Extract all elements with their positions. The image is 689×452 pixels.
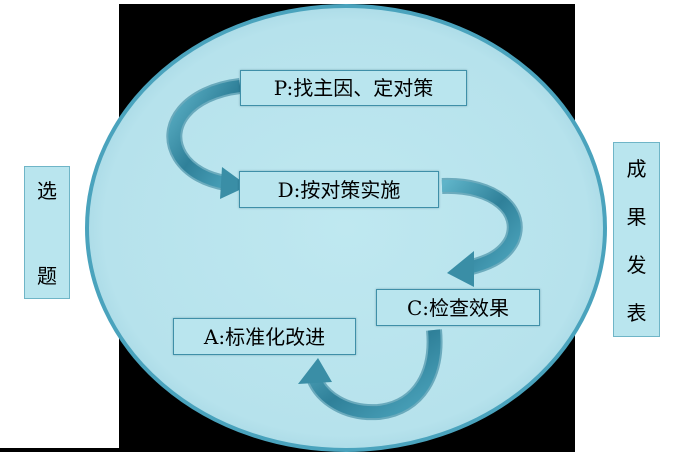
results-char-1: 成 xyxy=(626,157,647,181)
stage-do-label: D:按对策实施 xyxy=(277,177,401,202)
stage-plan-label: P:找主因、定对策 xyxy=(273,76,434,100)
stage-act-label: A:标准化改进 xyxy=(203,324,326,349)
results-presentation-box: 成 果 发 表 xyxy=(613,142,660,337)
stage-check-box: C:检查效果 xyxy=(376,289,540,326)
bottom-divider-line xyxy=(0,448,119,452)
topic-char-1: 选 xyxy=(37,179,57,203)
stage-check-label: C:检查效果 xyxy=(406,295,510,320)
arrow-do-to-check xyxy=(441,177,523,287)
topic-selection-box: 选 题 xyxy=(24,166,70,299)
results-char-2: 果 xyxy=(626,205,647,229)
arrow-plan-to-do xyxy=(166,78,248,199)
results-char-3: 发 xyxy=(626,253,647,277)
stage-act-box: A:标准化改进 xyxy=(173,318,356,355)
topic-char-2: 题 xyxy=(37,264,57,288)
results-char-4: 表 xyxy=(626,301,647,325)
stage-plan-box: P:找主因、定对策 xyxy=(240,70,467,106)
stage-do-box: D:按对策实施 xyxy=(239,171,439,208)
arrow-check-to-act xyxy=(298,329,443,421)
